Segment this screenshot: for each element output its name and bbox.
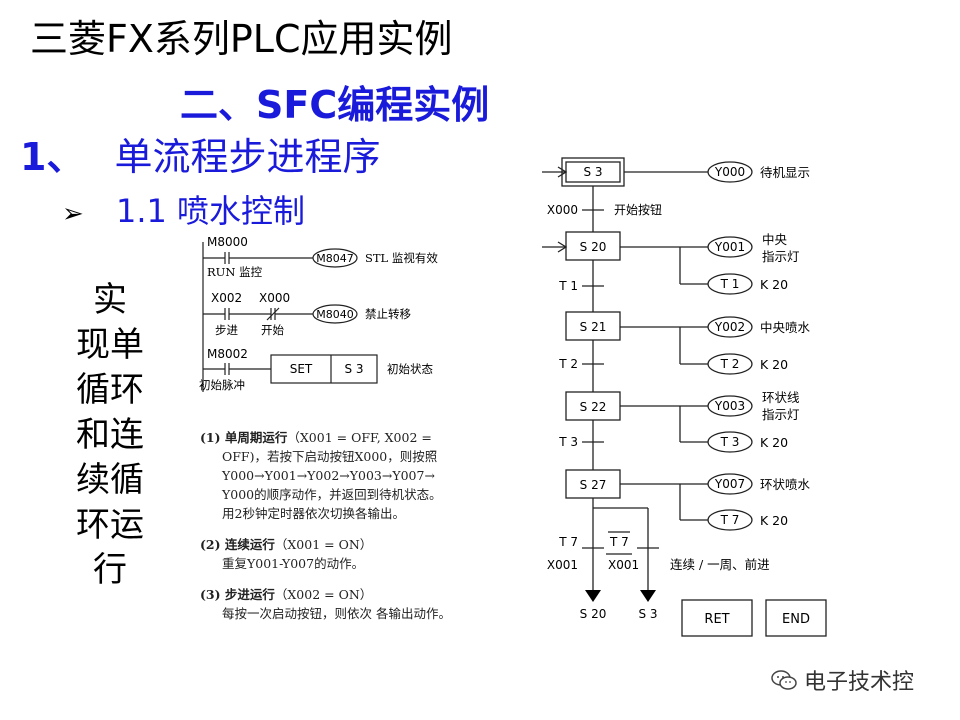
sfc-transition-t2: T 2	[558, 357, 578, 371]
sfc-coil-y003: Y003	[714, 399, 745, 413]
ladder-contact-m8000: M8000	[207, 235, 248, 249]
bullet-text: 喷水控制	[177, 192, 306, 230]
sfc-output-label: 待机显示	[760, 165, 810, 180]
ladder-label-start: 开始	[261, 323, 284, 337]
note-line: 用2秒钟定时器依次切换各输出。	[222, 506, 405, 521]
operation-notes: (1) 单周期运行（X001 = OFF, X002 = OFF)，若按下启动按…	[200, 428, 490, 635]
sfc-coil-t1: T 1	[720, 277, 740, 291]
arrow-bullet-icon: ➢	[62, 199, 84, 229]
sfc-transition-x000: X000	[547, 203, 578, 217]
sfc-coil-y002: Y002	[714, 320, 745, 334]
side-line: 实	[93, 280, 127, 320]
sfc-jump-s20: S 20	[580, 607, 607, 621]
sfc-ret: RET	[704, 612, 729, 627]
ladder-comment-3: 初始状态	[387, 362, 433, 376]
ladder-instr-set: SET	[290, 362, 313, 376]
sfc-jump-s3: S 3	[638, 607, 657, 621]
sfc-coil-y007: Y007	[714, 477, 745, 491]
bullet-item: ➢ 1.1 喷水控制	[62, 186, 305, 232]
sfc-output-label: 环状喷水	[760, 477, 811, 492]
sfc-output-label: 指示灯	[762, 407, 800, 422]
sfc-end: END	[782, 612, 810, 627]
sfc-diagram: S 3 S 20 S 21 S 22 S 27 X000 开始按钮 T 1 T …	[542, 157, 827, 637]
side-line: 行	[93, 550, 127, 590]
watermark-text: 电子技术控	[804, 670, 915, 695]
sfc-step-s27: S 27	[580, 478, 607, 492]
ladder-diagram: M8000 RUN 监控 M8047 STL 监视有效 X002 X000 步进…	[199, 235, 438, 392]
note-item: (3) 步进运行（X002 = ON） 每按一次启动按钮，则依次 各输出动作。	[200, 585, 490, 623]
sfc-output-label: K 20	[760, 435, 788, 450]
note-line: （X001 = ON）	[274, 537, 373, 552]
sfc-output-label: 指示灯	[762, 249, 800, 264]
sfc-branch-left-x: X001	[547, 558, 578, 572]
ladder-comment-2: 禁止转移	[365, 307, 411, 321]
note-line: Y000的顺序动作，并返回到待机状态。	[222, 487, 442, 502]
sfc-step-s3: S 3	[583, 165, 602, 179]
side-line: 环运	[76, 505, 144, 545]
sfc-step-s22: S 22	[580, 400, 607, 414]
sfc-coil-y000: Y000	[714, 165, 745, 179]
heading-text: 单流程步进程序	[114, 135, 381, 179]
note-label: (3) 步进运行	[200, 587, 275, 602]
sfc-step-s20: S 20	[580, 240, 607, 254]
heading-number: 1、	[20, 135, 85, 179]
ladder-comment-1: STL 监视有效	[365, 251, 438, 265]
sfc-branch-label: 连续 / 一周、前进	[670, 557, 770, 572]
ladder-label-step: 步进	[215, 323, 238, 337]
sfc-branch-right-x: X001	[608, 558, 639, 572]
page-title: 三菱FX系列PLC应用实例	[30, 17, 453, 61]
sfc-output-label: 中央	[762, 232, 788, 247]
sfc-branch-right-t: T 7	[609, 535, 629, 549]
sfc-transition-t1: T 1	[558, 279, 578, 293]
sfc-output-label: K 20	[760, 277, 788, 292]
ladder-contact-x002: X002	[211, 291, 242, 305]
section-subtitle: 二、SFC编程实例	[180, 83, 490, 127]
sfc-output-label: K 20	[760, 357, 788, 372]
sfc-coil-y001: Y001	[714, 240, 745, 254]
side-line: 现单	[76, 325, 144, 365]
sfc-coil-t2: T 2	[720, 357, 740, 371]
sfc-coil-t3: T 3	[720, 435, 740, 449]
ladder-contact-m8002: M8002	[207, 347, 248, 361]
ladder-operand-s3: S 3	[344, 362, 363, 376]
sfc-output-label: 中央喷水	[760, 320, 811, 335]
sfc-transition-label: 开始按钮	[614, 202, 662, 217]
watermark: 电子技术控	[770, 664, 914, 696]
note-label: (1) 单周期运行	[200, 430, 288, 445]
side-line: 续循	[76, 460, 144, 500]
sfc-step-s21: S 21	[580, 320, 607, 334]
sfc-output-label: K 20	[760, 513, 788, 528]
side-description: 实 现单 循环 和连 续循 环运 行	[70, 278, 150, 593]
bullet-number: 1.1	[115, 192, 167, 230]
note-line: （X002 = ON）	[274, 587, 373, 602]
ladder-contact-x000: X000	[259, 291, 290, 305]
section-heading: 1、 单流程步进程序	[20, 126, 381, 181]
note-item: (1) 单周期运行（X001 = OFF, X002 = OFF)，若按下启动按…	[200, 428, 490, 523]
side-line: 循环	[76, 370, 144, 410]
note-line: 每按一次启动按钮，则依次 各输出动作。	[222, 606, 451, 621]
side-line: 和连	[76, 415, 144, 455]
sfc-coil-t7: T 7	[720, 513, 740, 527]
note-item: (2) 连续运行（X001 = ON） 重复Y001-Y007的动作。	[200, 535, 490, 573]
ladder-coil-m8047: M8047	[316, 252, 354, 265]
wechat-icon	[771, 670, 797, 690]
note-label: (2) 连续运行	[200, 537, 275, 552]
sfc-transition-t3: T 3	[558, 435, 578, 449]
note-line: （X001 = OFF, X002 =	[287, 430, 432, 445]
ladder-label-init-pulse: 初始脉冲	[199, 378, 245, 392]
note-line: 重复Y001-Y007的动作。	[222, 556, 365, 571]
note-line: Y000→Y001→Y002→Y003→Y007→	[222, 468, 435, 483]
sfc-output-label: 环状线	[762, 390, 800, 405]
ladder-coil-m8040: M8040	[316, 308, 354, 321]
sfc-branch-left-t: T 7	[558, 535, 578, 549]
note-line: OFF)，若按下启动按钮X000，则按照	[222, 449, 438, 464]
ladder-label-run: RUN 监控	[207, 265, 263, 279]
